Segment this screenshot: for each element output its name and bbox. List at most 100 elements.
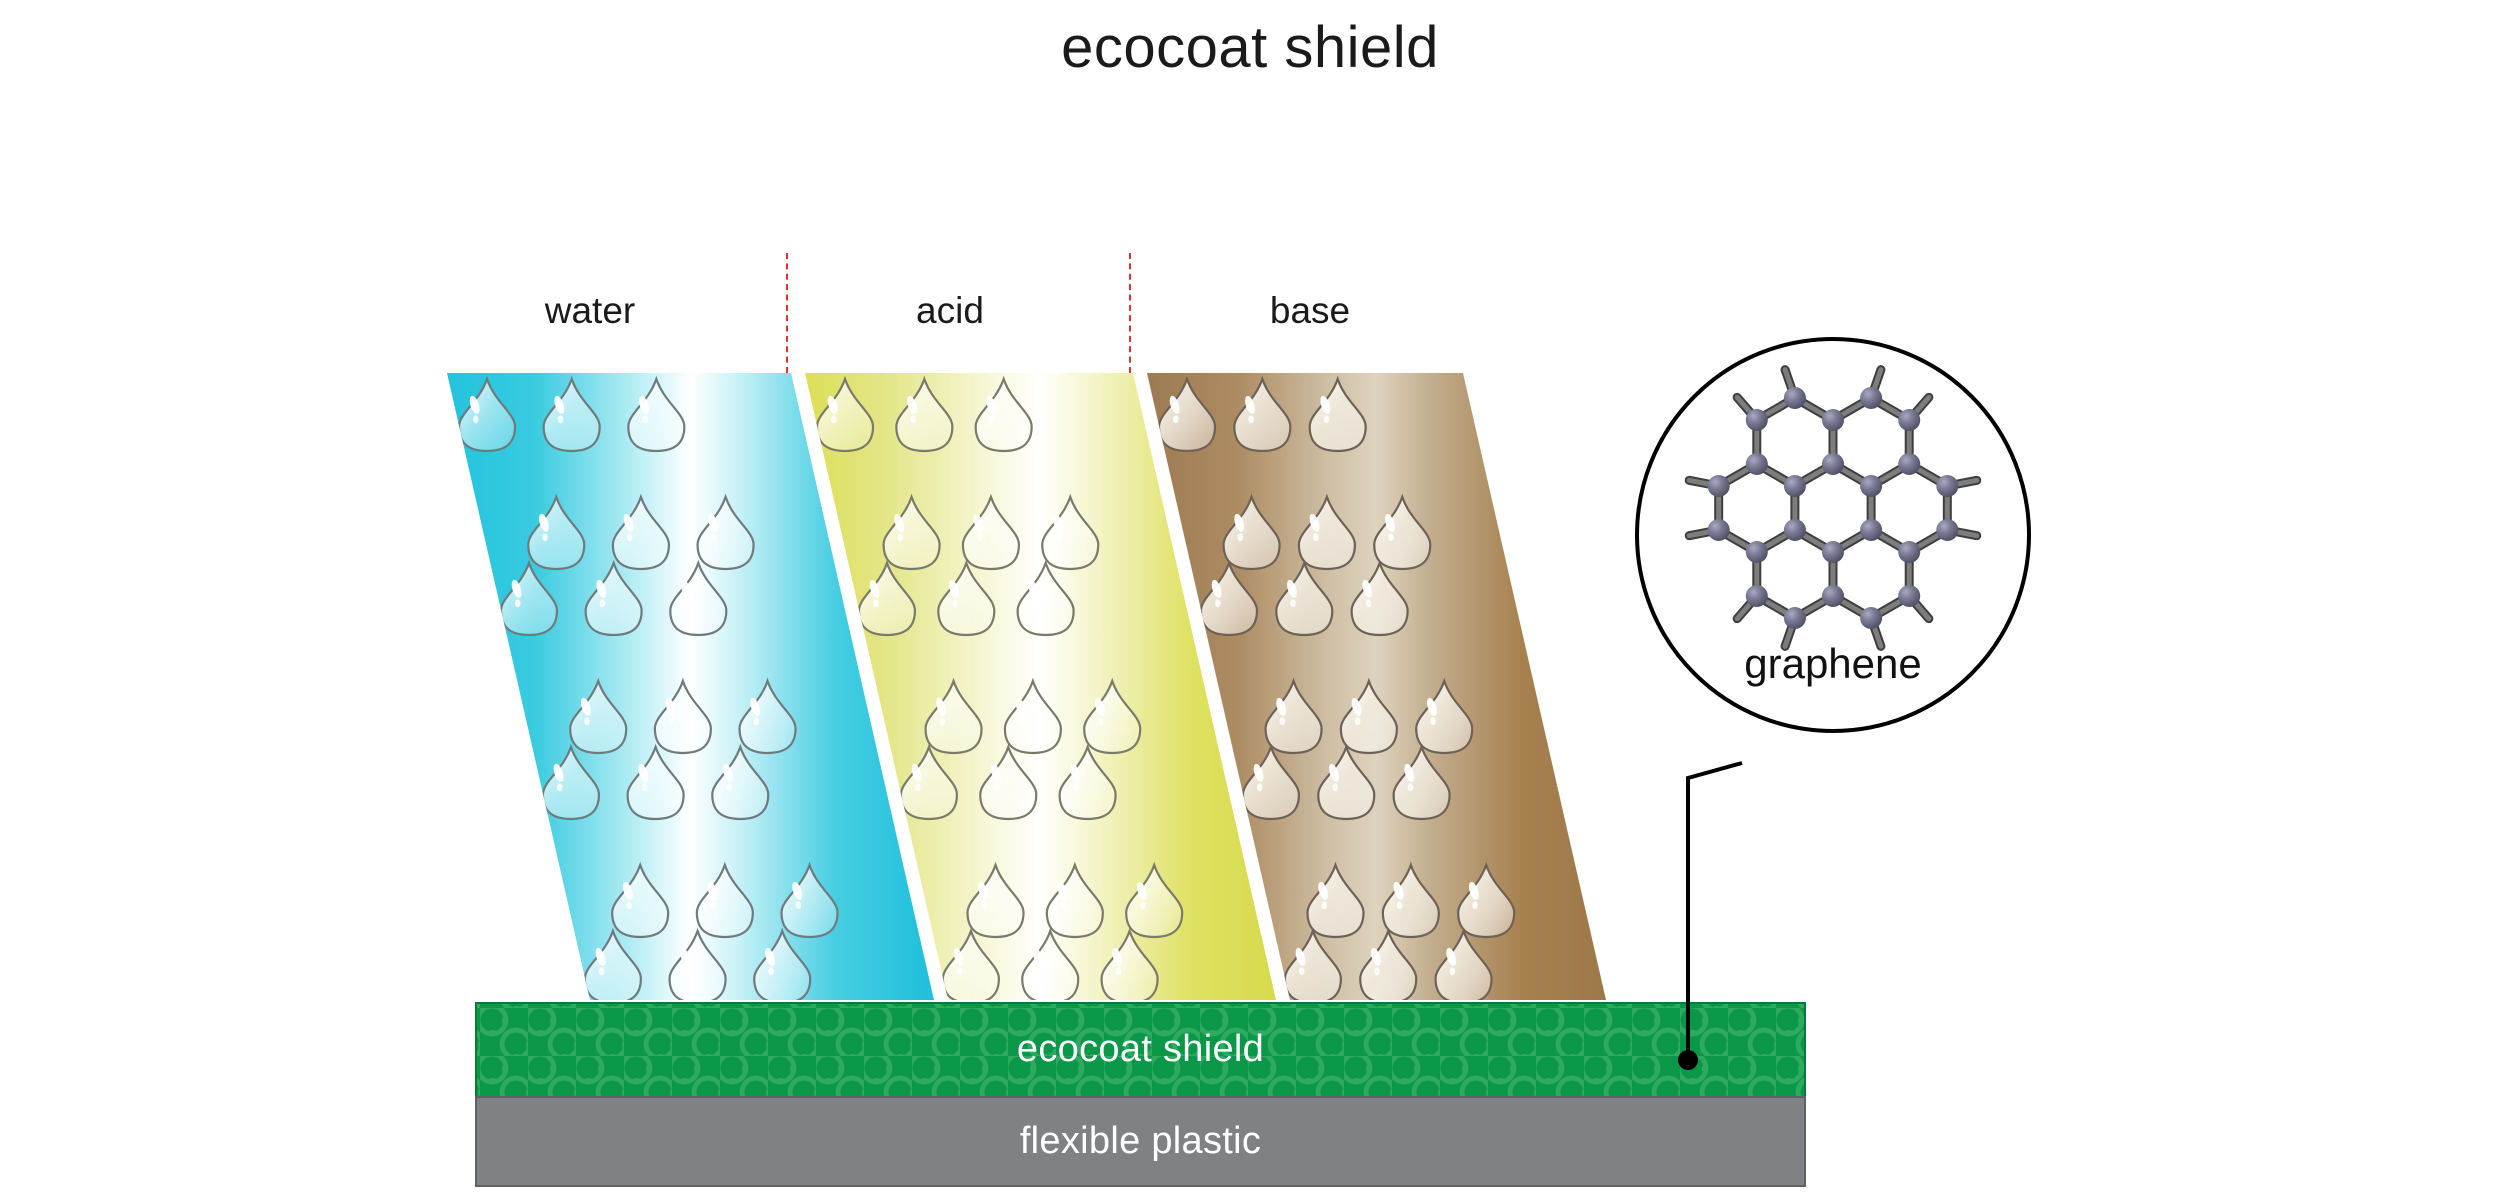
droplet <box>696 493 755 571</box>
panel-label-acid: acid <box>916 290 984 331</box>
droplet <box>857 559 917 637</box>
droplet <box>1241 743 1301 821</box>
acid-droplet-group <box>815 375 1184 1000</box>
base-droplet-group <box>1157 375 1516 1000</box>
droplet <box>1041 493 1100 571</box>
callout-circle <box>1635 337 2031 733</box>
droplet <box>711 743 770 821</box>
droplet <box>895 375 954 453</box>
graphene-atom <box>1783 519 1806 541</box>
graphene-atom <box>1783 387 1806 409</box>
droplet <box>1233 375 1292 453</box>
droplet <box>1125 861 1184 939</box>
layer-flexible-plastic <box>475 1096 1806 1187</box>
droplet <box>1058 743 1117 821</box>
callout-label-graphene: graphene <box>1744 640 1922 687</box>
graphene-atom <box>1745 541 1768 563</box>
callout-graphene <box>1635 337 2031 733</box>
graphene-atom <box>1898 541 1921 563</box>
droplet <box>583 927 642 1000</box>
panel-acid <box>805 373 1276 1000</box>
graphene-atom <box>1707 475 1730 497</box>
graphene-atom <box>1898 409 1921 431</box>
droplet <box>1308 375 1367 453</box>
droplet <box>668 927 727 1000</box>
droplet <box>1359 927 1418 1000</box>
panel-base <box>1147 373 1606 1000</box>
panel-label-water: water <box>544 290 636 331</box>
graphene-atom <box>1936 519 1959 541</box>
droplet <box>780 861 839 939</box>
droplet <box>1083 677 1142 755</box>
droplet <box>527 493 586 571</box>
droplet <box>753 927 812 1000</box>
graphene-atom <box>1707 519 1730 541</box>
graphene-atom <box>1783 475 1806 497</box>
graphene-atom <box>1860 387 1883 409</box>
graphene-atom <box>1822 585 1844 607</box>
droplet <box>966 861 1025 939</box>
droplet <box>1339 677 1398 755</box>
droplet <box>1350 559 1409 637</box>
droplet <box>1100 927 1159 1000</box>
droplet <box>653 677 712 755</box>
graphene-atom <box>1860 607 1883 629</box>
droplet <box>1297 493 1357 571</box>
droplet <box>626 743 685 821</box>
droplet <box>1045 861 1104 939</box>
droplet <box>1434 927 1493 1000</box>
droplet <box>1392 743 1451 821</box>
droplet <box>815 375 875 453</box>
droplet <box>1275 559 1334 637</box>
layer-label-ecocoat-shield: ecocoat shield <box>1016 1028 1265 1070</box>
graphene-atom <box>1860 475 1883 497</box>
droplet <box>1317 743 1376 821</box>
graphene-atom <box>1783 607 1806 629</box>
panel-water <box>447 373 934 1000</box>
droplet <box>979 743 1038 821</box>
graphene-atom <box>1936 475 1959 497</box>
graphene-atom <box>1822 541 1844 563</box>
droplet <box>1264 677 1323 755</box>
droplet <box>882 493 941 571</box>
graphene-atom <box>1745 453 1768 475</box>
callout-leader-line <box>1678 761 1743 1070</box>
droplet <box>924 677 983 755</box>
droplet <box>695 861 754 939</box>
graphene-atom <box>1745 409 1768 431</box>
droplet <box>1021 927 1080 1000</box>
droplet <box>542 375 601 453</box>
droplet <box>1457 861 1516 939</box>
droplet <box>961 493 1021 571</box>
droplet <box>1157 375 1217 453</box>
droplet <box>1283 927 1342 1000</box>
graphene-atom <box>1898 585 1921 607</box>
graphene-atom <box>1822 453 1844 475</box>
graphene-lattice-icon <box>1684 365 1982 651</box>
divider-acid-base <box>1129 253 1131 373</box>
graphene-atom <box>1898 453 1921 475</box>
droplet <box>1016 559 1075 637</box>
panel-label-base: base <box>1269 290 1351 331</box>
droplet <box>541 743 601 821</box>
droplet <box>937 559 996 637</box>
droplet <box>1003 677 1062 755</box>
droplet <box>499 559 559 637</box>
droplet <box>1199 559 1259 637</box>
droplet <box>584 559 643 637</box>
droplet <box>1222 493 1281 571</box>
droplet <box>1381 861 1440 939</box>
graphene-atom <box>1745 585 1768 607</box>
divider-water-acid <box>786 253 788 373</box>
water-droplet-group <box>457 375 839 1000</box>
droplet <box>1373 493 1432 571</box>
graphene-atom <box>1822 409 1844 431</box>
droplet <box>627 375 686 453</box>
page-title: ecocoat shield <box>1061 15 1439 80</box>
droplet <box>569 677 628 755</box>
droplet <box>611 861 670 939</box>
droplet <box>457 375 517 453</box>
droplet <box>1306 861 1365 939</box>
